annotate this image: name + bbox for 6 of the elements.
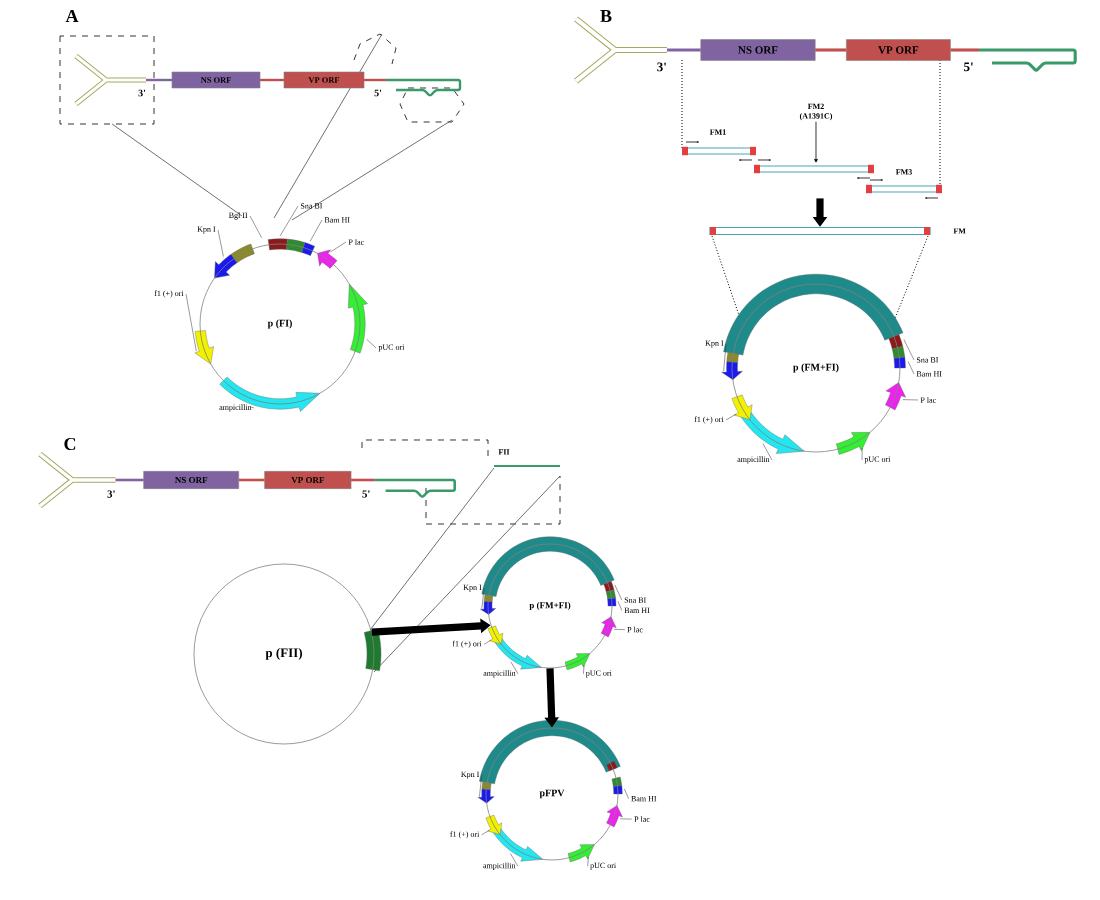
leader-line	[814, 121, 818, 163]
pcr-fragments-drawing	[681, 141, 943, 199]
dna-fragment	[709, 226, 931, 236]
panel-letter: B	[600, 10, 612, 22]
panel-letter: A	[65, 10, 79, 22]
panel-letter: C	[64, 437, 76, 451]
